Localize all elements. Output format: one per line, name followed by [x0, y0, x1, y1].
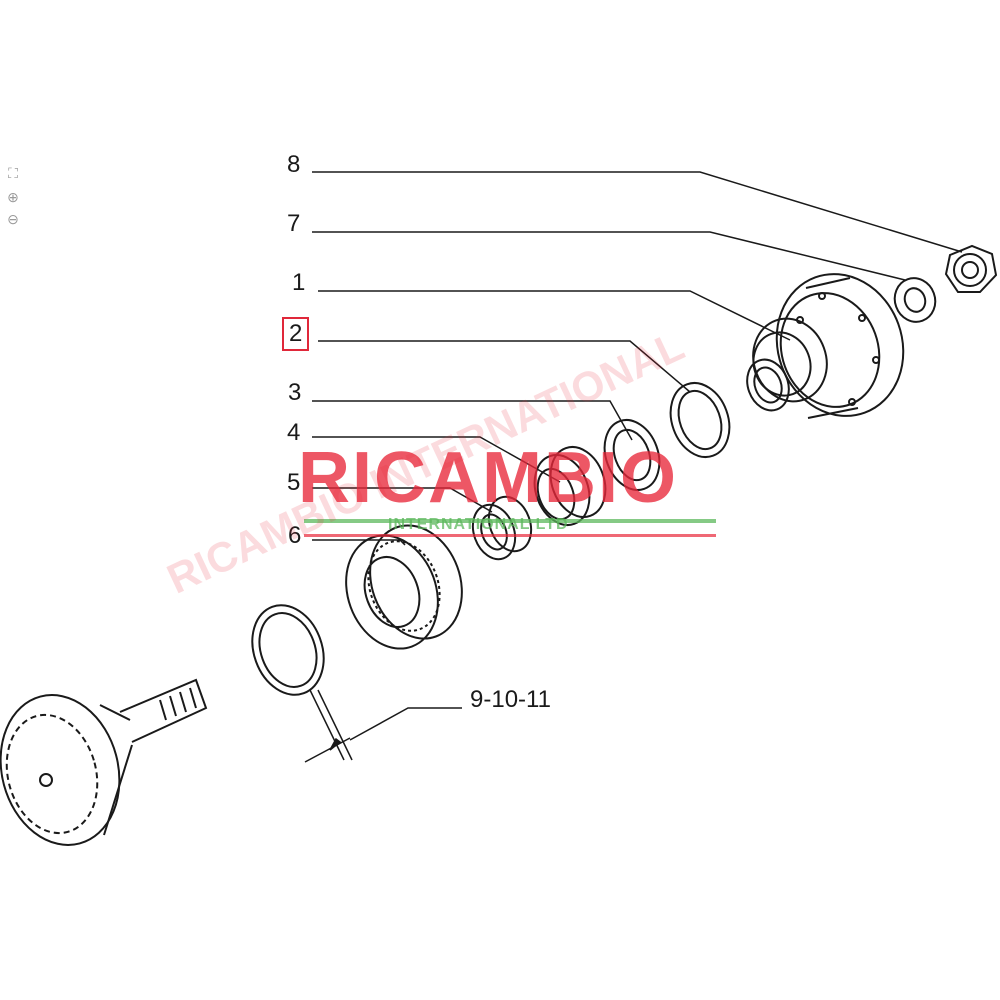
- watermark-subtitle: INTERNATIONAL LTD: [388, 516, 569, 533]
- shim-extension-2: [309, 689, 345, 761]
- flange-part-1: [746, 273, 905, 419]
- watermark-rule-bottom: [304, 534, 716, 537]
- leader-7: [312, 231, 906, 281]
- ring-part-2: [669, 382, 731, 458]
- callout-4[interactable]: 4: [287, 419, 301, 446]
- callout-8[interactable]: 8: [287, 151, 301, 178]
- washer-part-7: [893, 277, 937, 323]
- zoom-in-icon[interactable]: ⊕: [7, 189, 19, 205]
- leader-9-10-11: [349, 707, 462, 741]
- callout-6[interactable]: 6: [288, 522, 302, 549]
- callout-2[interactable]: 2: [281, 317, 310, 351]
- leader-1: [318, 290, 791, 341]
- callout-3[interactable]: 3: [288, 379, 302, 406]
- washer-part-3: [603, 419, 661, 491]
- watermark-rule-top: [304, 519, 716, 523]
- leader-6: [312, 539, 406, 546]
- shim-part-9-10-11: [251, 604, 325, 696]
- leader-3: [312, 400, 633, 441]
- arrow-head: [329, 737, 342, 751]
- callout-7[interactable]: 7: [287, 210, 301, 237]
- nut-part-8: [944, 244, 998, 293]
- spacer-part-5: [471, 495, 533, 561]
- pinion-gear: [0, 678, 208, 846]
- fit-page-icon[interactable]: ⛶: [8, 165, 18, 181]
- callout-9-10-11[interactable]: 9-10-11: [470, 686, 551, 713]
- shim-extension-1: [317, 689, 353, 761]
- leader-5: [312, 487, 493, 513]
- bearing-part-4: [533, 446, 607, 526]
- leader-8: [312, 171, 963, 253]
- leader-lines: [304, 171, 963, 763]
- bearing-part-6: [345, 524, 463, 650]
- callout-5[interactable]: 5: [287, 469, 301, 496]
- callout-1[interactable]: 1: [292, 269, 306, 296]
- leader-4: [312, 436, 561, 483]
- leader-2: [318, 340, 691, 393]
- zoom-out-icon[interactable]: ⊖: [7, 211, 19, 227]
- watermark-title: RICAMBIO: [298, 438, 678, 518]
